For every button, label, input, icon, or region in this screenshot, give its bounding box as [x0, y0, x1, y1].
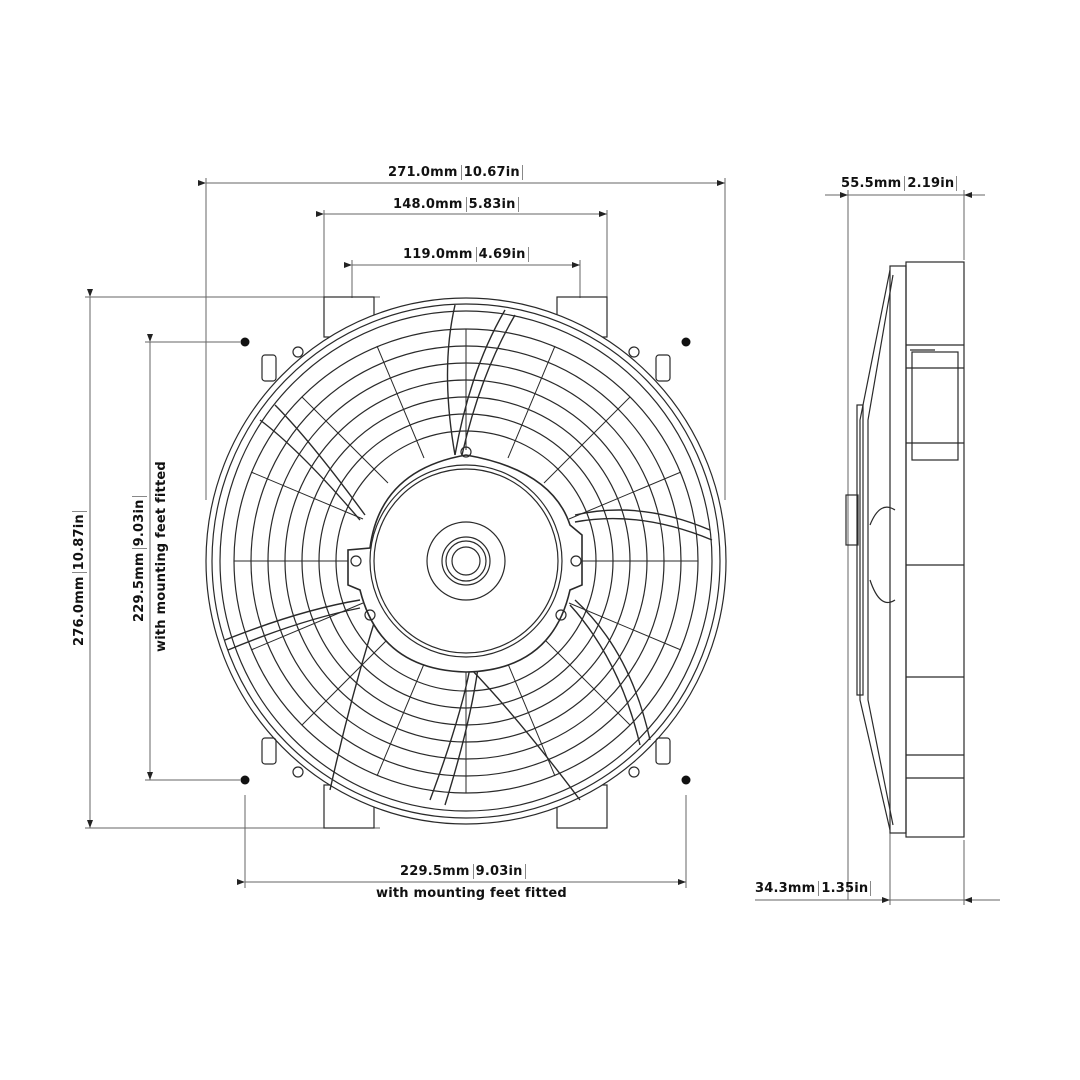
- dim-in: 4.69in: [475, 247, 529, 262]
- dim-in: 9.03in: [472, 864, 526, 879]
- dim-in: 5.83in: [465, 197, 519, 212]
- dim-in: 2.19in: [904, 176, 958, 191]
- dim-in: 1.35in: [818, 881, 872, 896]
- dim-mm: 34.3mm: [755, 881, 816, 896]
- fan-side-view: [845, 261, 965, 838]
- dim-mount-vertical-note: with mounting feet fitted: [154, 461, 169, 652]
- dim-mount-vertical: 229.5mm 9.03in: [132, 496, 147, 622]
- dim-overall-height: 276.0mm 10.87in: [72, 511, 87, 646]
- mounting-holes: [240, 337, 691, 785]
- dim-in: 9.03in: [132, 496, 147, 550]
- dim-mm: 271.0mm: [388, 165, 458, 180]
- dim-in: 10.67in: [460, 165, 523, 180]
- dim-mm: 119.0mm: [403, 247, 473, 262]
- fan-front-view: [205, 296, 727, 829]
- dim-mm: 276.0mm: [72, 576, 87, 646]
- dim-mm: 55.5mm: [841, 176, 902, 191]
- dim-in: 10.87in: [72, 511, 87, 574]
- dim-mm: 229.5mm: [400, 864, 470, 879]
- dim-mm: 148.0mm: [393, 197, 463, 212]
- dim-mm: 229.5mm: [132, 552, 147, 622]
- dim-mount-horizontal-note: with mounting feet fitted: [376, 886, 567, 901]
